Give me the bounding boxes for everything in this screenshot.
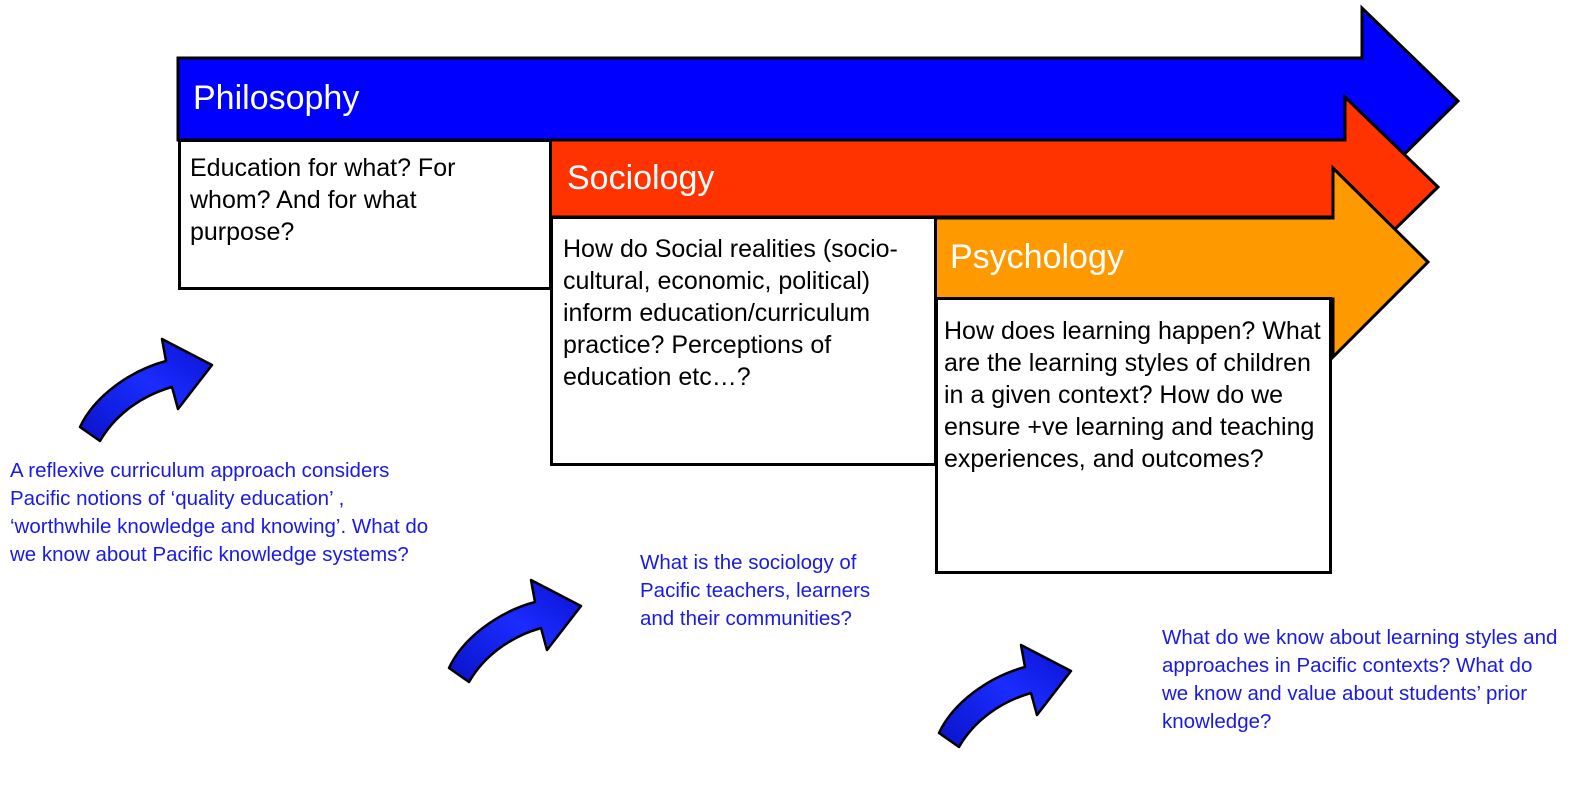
- psychology-box-text: How does learning happen? What are the l…: [944, 317, 1321, 473]
- philosophy-box: Education for what? For whom? And for wh…: [178, 139, 552, 290]
- blue-curved-arrow-icon: [937, 643, 1073, 749]
- sociology-box: How do Social realities (socio-cultural,…: [550, 216, 937, 466]
- psychology-box: How does learning happen? What are the l…: [935, 297, 1332, 574]
- psychology-note: What do we know about learning styles an…: [1162, 626, 1558, 733]
- sociology-title: Sociology: [567, 159, 715, 197]
- blue-curved-arrow-icon: [447, 578, 583, 684]
- philosophy-title: Philosophy: [193, 79, 360, 117]
- blue-curved-arrow-icon: [78, 337, 214, 443]
- psychology-title: Psychology: [950, 238, 1124, 276]
- philosophy-note: A reflexive curriculum approach consider…: [10, 459, 429, 566]
- philosophy-box-text: Education for what? For whom? And for wh…: [190, 154, 456, 246]
- sociology-box-text: How do Social realities (socio-cultural,…: [563, 235, 898, 391]
- sociology-note: What is the sociology of Pacific teacher…: [640, 551, 871, 630]
